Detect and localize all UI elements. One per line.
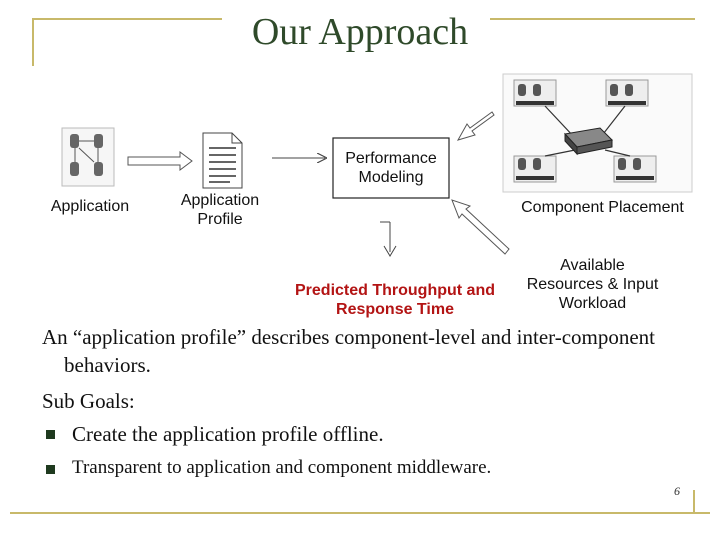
frame-line-right [693, 490, 695, 514]
application-graph-icon [61, 127, 115, 187]
arrow-resources-to-modeling [451, 199, 510, 255]
arrow-application-to-profile [127, 151, 193, 171]
frame-line-top-right [490, 18, 695, 20]
application-profile-label: Application Profile [180, 192, 260, 228]
slide-title: Our Approach [251, 11, 469, 53]
frame-line-top-left [32, 18, 222, 20]
application-label: Application [50, 198, 130, 215]
frame-line-bottom [10, 512, 710, 514]
predicted-throughput-label: Predicted Throughput and Response Time [295, 282, 495, 318]
page-number: 6 [674, 484, 680, 498]
bullet-item: Create the application profile offline. [72, 422, 384, 446]
component-placement-label: Component Placement [521, 199, 684, 216]
profile-document-icon [202, 132, 243, 189]
arrow-modeling-to-predicted [380, 221, 397, 257]
component-placement-network-icon [502, 73, 693, 193]
intro-paragraph: An “application profile” describes compo… [42, 325, 656, 377]
bullet-item: Transparent to application and component… [72, 457, 492, 478]
bullet-marker [46, 430, 55, 439]
available-resources-label: Available Resources & Input Workload [526, 257, 659, 312]
bullet-marker [46, 465, 55, 474]
intro-text: An “application profile” describes compo… [42, 323, 682, 379]
frame-line-left [32, 18, 34, 66]
sub-goals-heading: Sub Goals: [42, 389, 135, 413]
arrow-placement-to-modeling-top [456, 111, 495, 141]
approach-diagram [61, 73, 693, 257]
performance-modeling-label: Performance Modeling [345, 150, 437, 186]
